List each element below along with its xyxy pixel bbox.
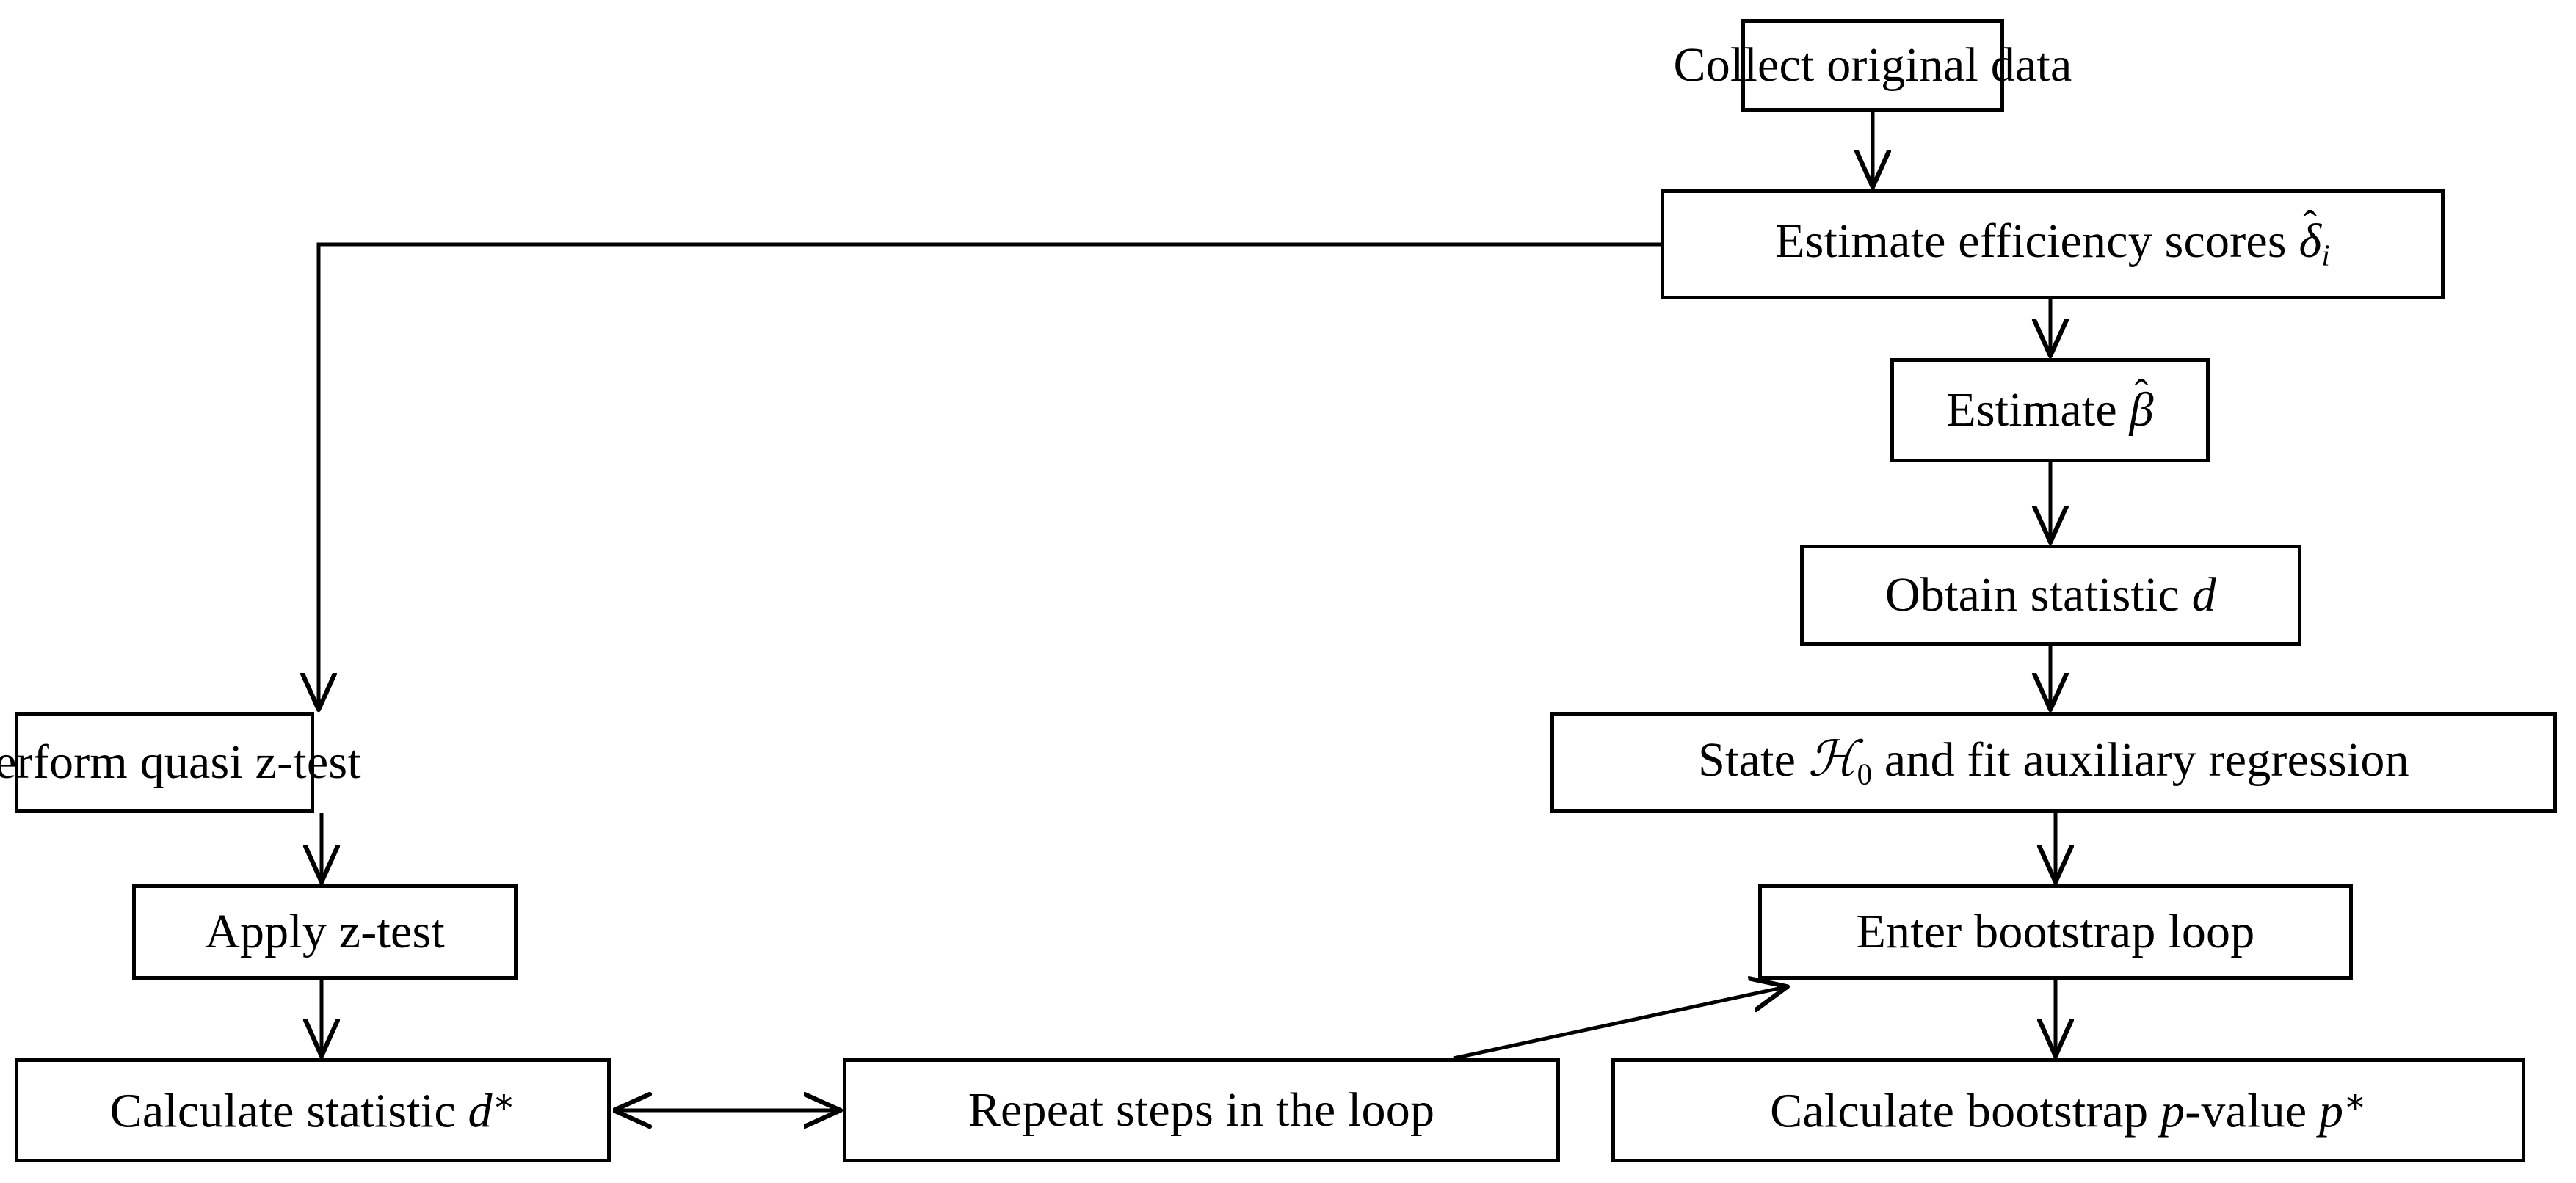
node-label-collect: Collect original data xyxy=(1673,38,2072,92)
node-repeat-steps-in-loop[interactable]: Repeat steps in the loop xyxy=(843,1058,1560,1162)
beta-hat-symbol: β̂ xyxy=(2129,371,2154,437)
d-star-symbol: d xyxy=(468,1084,493,1138)
node-label-efficiency: Estimate efficiency scores δ̂i xyxy=(1757,203,2348,272)
node-text-beta: Estimate xyxy=(1946,383,2130,437)
node-text-dstar: Calculate statistic xyxy=(109,1084,468,1138)
node-calculate-bootstrap-pvalue[interactable]: Calculate bootstrap p-value p∗ xyxy=(1611,1058,2525,1162)
node-estimate-efficiency-scores[interactable]: Estimate efficiency scores δ̂i xyxy=(1661,189,2445,299)
node-text-statistic-d: Obtain statistic xyxy=(1885,568,2192,622)
star-superscript: ∗ xyxy=(2343,1082,2367,1121)
star-superscript: ∗ xyxy=(492,1082,516,1121)
node-label-dstar: Calculate statistic d∗ xyxy=(92,1085,534,1135)
node-text-efficiency: Estimate efficiency scores xyxy=(1775,214,2299,269)
statistic-d-symbol: d xyxy=(2191,568,2216,622)
subscript-i: i xyxy=(2321,239,2330,272)
node-label-pvalue: Calculate bootstrap p-value p∗ xyxy=(1752,1085,2384,1135)
node-collect-original-data[interactable]: Collect original data xyxy=(1673,19,2072,112)
node-estimate-beta[interactable]: Estimate β̂ xyxy=(1890,358,2210,462)
node-state-hypothesis[interactable]: State ℋ0 and fit auxiliary regression xyxy=(1550,712,2557,813)
node-label-hypothesis: State ℋ0 and fit auxiliary regression xyxy=(1680,735,2427,790)
node-label-repeat: Repeat steps in the loop xyxy=(968,1083,1435,1137)
subscript-zero: 0 xyxy=(1857,757,1873,791)
node-obtain-statistic-d[interactable]: Obtain statistic d xyxy=(1800,545,2301,646)
script-h-symbol: ℋ xyxy=(1807,730,1857,788)
node-enter-bootstrap-loop[interactable]: Enter bootstrap loop xyxy=(1758,884,2353,980)
node-label-apply-z: Apply z-test xyxy=(205,905,445,958)
node-label-beta: Estimate β̂ xyxy=(1929,371,2171,437)
edge-efficiency-to-quasi-z xyxy=(319,242,1661,707)
edge-repeat-to-bootstrap xyxy=(1453,987,1785,1060)
p-star-symbol: p xyxy=(2319,1084,2344,1138)
p-symbol: p xyxy=(2160,1084,2185,1138)
pvalue-word: -value xyxy=(2185,1084,2320,1138)
node-text-hypothesis: State xyxy=(1698,733,1808,787)
delta-hat-symbol: δ̂ xyxy=(2299,203,2322,269)
node-apply-z-test[interactable]: Apply z-test xyxy=(132,884,518,980)
node-perform-quasi-z-test[interactable]: Perform quasi z-test xyxy=(0,712,361,813)
node-text-pvalue: Calculate bootstrap xyxy=(1770,1084,2161,1138)
node-label-quasi-z: Perform quasi z-test xyxy=(0,735,361,789)
node-calculate-statistic-dstar[interactable]: Calculate statistic d∗ xyxy=(15,1058,611,1162)
hypothesis-tail: and fit auxiliary regression xyxy=(1872,733,2409,787)
node-label-bootstrap: Enter bootstrap loop xyxy=(1856,905,2255,958)
node-label-statistic-d: Obtain statistic d xyxy=(1868,571,2234,619)
